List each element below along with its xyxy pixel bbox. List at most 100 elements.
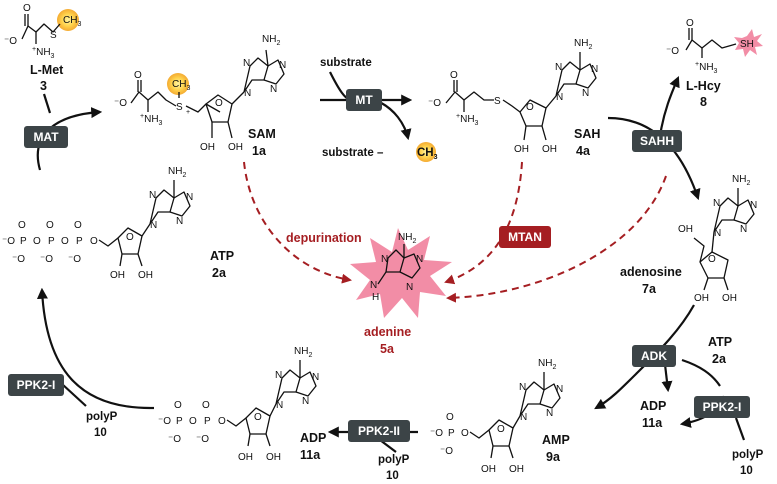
depurination-label: depurination bbox=[286, 231, 362, 245]
ppk2i-left-arrow bbox=[36, 287, 151, 410]
adenosine-oh1: OH bbox=[694, 293, 709, 304]
amp-n4: N bbox=[546, 408, 553, 419]
sam-oh1: OH bbox=[200, 142, 215, 153]
amp-oh2: OH bbox=[509, 464, 524, 475]
atp-p1-o: O bbox=[18, 220, 26, 231]
ppk2i-left-enzyme[interactable]: PPK2-I bbox=[8, 374, 64, 396]
atp-oh1: OH bbox=[110, 270, 125, 281]
amp-n2: N bbox=[519, 382, 526, 393]
methyl-glow-sam bbox=[167, 73, 189, 95]
atp-ominus1: ⁻O bbox=[2, 236, 15, 247]
lhcy-ominus: ⁻O bbox=[666, 46, 679, 57]
adenine-n3: N bbox=[416, 254, 423, 265]
mat-enzyme[interactable]: MAT bbox=[24, 126, 68, 148]
mat-met-link bbox=[42, 93, 52, 114]
atp-n2: N bbox=[149, 190, 156, 201]
lhcy-num: 8 bbox=[700, 95, 707, 109]
atp-p2-o: O bbox=[46, 220, 54, 231]
lmet-ch3: CH3 bbox=[63, 15, 81, 28]
adpl-n3: N bbox=[312, 372, 319, 383]
atp-o1: O bbox=[33, 236, 41, 247]
atp-p1-ominus: ⁻O bbox=[12, 254, 25, 265]
adpl-oh2: OH bbox=[266, 452, 281, 463]
atp-right-num: 2a bbox=[712, 352, 727, 366]
amp-ominus1: ⁻O bbox=[430, 428, 443, 439]
polyp-mid-label: polyP bbox=[378, 454, 410, 466]
sam-ominus: ⁻O bbox=[114, 98, 127, 109]
adpl-o1: O bbox=[189, 416, 197, 427]
adenosine-n4: N bbox=[740, 224, 747, 235]
adpl-ring-o: O bbox=[254, 412, 262, 423]
atp-ring-o: O bbox=[126, 232, 134, 243]
svg-text:SAHH: SAHH bbox=[640, 134, 674, 148]
polyp-left-label: polyP bbox=[86, 411, 118, 423]
sah-num: 4a bbox=[576, 144, 591, 158]
atp-n3: N bbox=[186, 192, 193, 203]
svg-text:MTAN: MTAN bbox=[508, 230, 542, 244]
sah-n2: N bbox=[555, 62, 562, 73]
sam-ch3: CH3 bbox=[172, 79, 190, 92]
lhcy-o: O bbox=[686, 18, 694, 29]
sah-ominus: ⁻O bbox=[428, 98, 441, 109]
svg-text:PPK2-I: PPK2-I bbox=[703, 400, 742, 414]
sam-nh2: NH2 bbox=[262, 34, 280, 47]
adp-left-name: ADP bbox=[300, 431, 326, 445]
sh-star bbox=[734, 29, 763, 57]
adpl-p1-ominus: ⁻O bbox=[168, 434, 181, 445]
adenosine-5oh: OH bbox=[678, 224, 693, 235]
sam-s: S bbox=[176, 102, 183, 113]
sam-n3: N bbox=[279, 60, 286, 71]
adenosine-n2: N bbox=[713, 198, 720, 209]
atp-o3: O bbox=[90, 236, 98, 247]
adpl-p2: P bbox=[204, 416, 211, 427]
atp-p3: P bbox=[76, 236, 83, 247]
sam-n4: N bbox=[270, 84, 277, 95]
sam-name: SAM bbox=[248, 127, 276, 141]
adpl-ominus1: ⁻O bbox=[158, 416, 171, 427]
methyl-glow-substrate bbox=[416, 142, 436, 162]
sam-num: 1a bbox=[252, 144, 267, 158]
lmet-ominus: ⁻O bbox=[4, 36, 17, 47]
sam-splus: + bbox=[186, 109, 190, 116]
sam-nh3: +NH3 bbox=[140, 113, 163, 127]
adpl-nh2: NH2 bbox=[294, 346, 312, 359]
sah-nh2: NH2 bbox=[574, 38, 592, 51]
sahh-enzyme[interactable]: SAHH bbox=[632, 130, 682, 152]
adenine-structure: NH2 N H N N N adenine 5a bbox=[350, 228, 452, 356]
mtan-enzyme[interactable]: MTAN bbox=[499, 226, 551, 248]
svg-text:MT: MT bbox=[355, 93, 373, 107]
svg-text:PPK2-II: PPK2-II bbox=[358, 424, 400, 438]
adenine-n2: N bbox=[381, 254, 388, 265]
amp-n3: N bbox=[556, 384, 563, 395]
atp-oh2: OH bbox=[138, 270, 153, 281]
mt-enzyme[interactable]: MT bbox=[346, 89, 382, 111]
amp-oh1: OH bbox=[481, 464, 496, 475]
adp-left-num: 11a bbox=[300, 448, 321, 462]
adp-left-structure: ⁻O P O ⁻O O P O ⁻O O O OH OH NH2 N N N N… bbox=[158, 346, 326, 463]
adpl-oh1: OH bbox=[238, 452, 253, 463]
adp-right-num: 11a bbox=[642, 416, 663, 430]
atp-p3-ominus: ⁻O bbox=[68, 254, 81, 265]
adenosine-num: 7a bbox=[642, 282, 657, 296]
adpl-p2-o: O bbox=[202, 400, 210, 411]
adenine-n1: N bbox=[370, 280, 377, 291]
lhcy-name: L-Hcy bbox=[686, 79, 721, 93]
svg-text:ADK: ADK bbox=[641, 349, 667, 363]
ppk2ii-enzyme[interactable]: PPK2-II bbox=[348, 420, 410, 442]
sah-o: O bbox=[450, 70, 458, 81]
svg-text:PPK2-I: PPK2-I bbox=[17, 378, 56, 392]
amp-n1: N bbox=[520, 412, 527, 423]
polyp-mid-num: 10 bbox=[386, 470, 399, 482]
adk-arrow bbox=[594, 304, 695, 410]
adenosine-n1: N bbox=[714, 228, 721, 239]
sam-oh2: OH bbox=[228, 142, 243, 153]
sah-ring-o: O bbox=[526, 102, 534, 113]
substrate-label: substrate bbox=[320, 57, 372, 69]
adk-enzyme[interactable]: ADK bbox=[632, 345, 676, 367]
ppk2i-right-enzyme[interactable]: PPK2-I bbox=[694, 396, 750, 418]
adenosine-ring-o: O bbox=[708, 254, 716, 265]
polyp-right-num: 10 bbox=[740, 465, 753, 477]
adpl-o2: O bbox=[218, 416, 226, 427]
amp-p-ominus: ⁻O bbox=[440, 446, 453, 457]
sah-n1: N bbox=[556, 92, 563, 103]
